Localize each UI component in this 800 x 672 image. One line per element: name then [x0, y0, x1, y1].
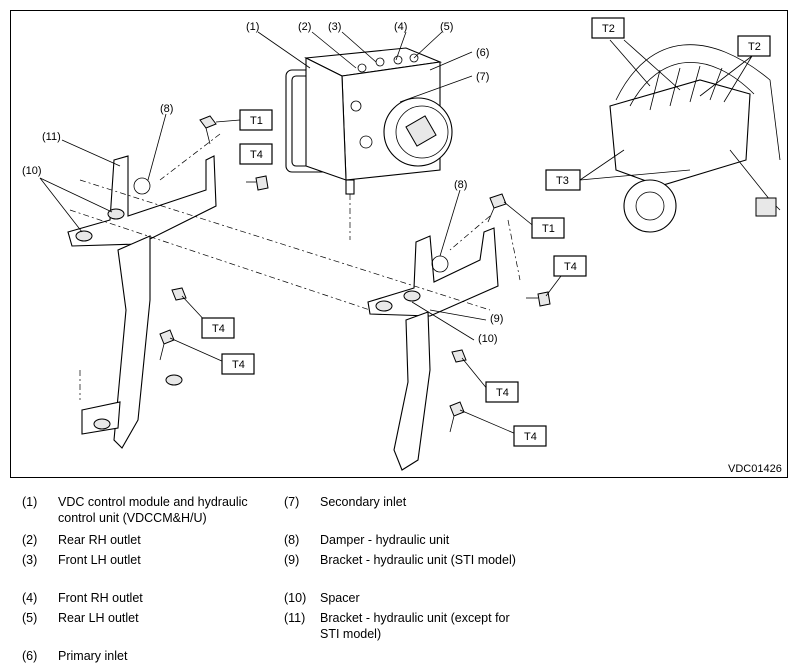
- legend-item-1: (1) VDC control module and hydraulic con…: [22, 494, 268, 526]
- callout-2: (2): [298, 21, 311, 33]
- legend-item-6: (6) Primary inlet: [22, 648, 268, 664]
- torque-label-t2-left: T2: [591, 17, 625, 39]
- callout-6: (6): [476, 47, 489, 59]
- legend-text: Primary inlet: [58, 649, 128, 663]
- torque-label-t1-left: T1: [239, 109, 273, 131]
- legend-item-5: (5) Rear LH outlet: [22, 610, 268, 626]
- callout-10-right: (10): [478, 333, 498, 345]
- svg-text:T1: T1: [250, 115, 263, 127]
- legend-item-11: (11) Bracket - hydraulic unit (except fo…: [284, 610, 530, 642]
- alignment-lines: [69, 133, 521, 400]
- legend-number: (8): [284, 533, 300, 547]
- legend-number: (2): [22, 533, 38, 547]
- inset-pipe-view: [609, 44, 781, 233]
- legend-number: (1): [22, 495, 38, 509]
- legend-number: (3): [22, 553, 38, 567]
- callout-8-right: (8): [454, 179, 467, 191]
- legend-number: (11): [284, 611, 306, 625]
- svg-text:T4: T4: [250, 149, 263, 161]
- svg-text:T4: T4: [564, 261, 577, 273]
- legend-item-10: (10) Spacer: [284, 590, 530, 606]
- torque-label-t4-left-nut: T4: [201, 317, 235, 339]
- exploded-diagram: (1) (2) (3) (4) (5) (6) (7) (8) (8) (9) …: [22, 17, 782, 475]
- legend-number: (10): [284, 591, 307, 605]
- torque-label-t3: T3: [545, 169, 581, 191]
- legend-number: (9): [284, 553, 300, 567]
- callout-11: (11): [42, 131, 61, 143]
- torque-label-t4-right-bracket: T4: [553, 255, 587, 277]
- fasteners: [159, 115, 551, 433]
- bracket-left: [67, 155, 217, 449]
- legend-number: (5): [22, 611, 38, 625]
- callout-1: (1): [246, 21, 259, 33]
- torque-label-t4-right-bolt: T4: [513, 425, 547, 447]
- parts-legend: (1) VDC control module and hydraulic con…: [22, 494, 782, 666]
- legend-text: Damper - hydraulic unit: [320, 533, 450, 547]
- drawing-code: VDC01426: [728, 463, 782, 475]
- legend-item-9: (9) Bracket - hydraulic unit (STI model): [284, 552, 530, 568]
- legend-text: Rear RH outlet: [58, 533, 141, 547]
- svg-text:T3: T3: [556, 175, 569, 187]
- torque-label-t4-right-nut: T4: [485, 381, 519, 403]
- torque-label-t4-left-bolt: T4: [221, 353, 255, 375]
- svg-text:T4: T4: [496, 387, 509, 399]
- legend-text: Front LH outlet: [58, 553, 141, 567]
- legend-text: Front RH outlet: [58, 591, 143, 605]
- svg-text:T4: T4: [232, 359, 245, 371]
- legend-text: Bracket - hydraulic unit (except for STI…: [320, 611, 510, 641]
- legend-text: Rear LH outlet: [58, 611, 139, 625]
- callout-7: (7): [476, 71, 489, 83]
- legend-text: Secondary inlet: [320, 495, 407, 509]
- legend-number: (7): [284, 495, 300, 509]
- svg-text:T4: T4: [212, 323, 225, 335]
- legend-item-8: (8) Damper - hydraulic unit: [284, 532, 530, 548]
- callout-9: (9): [490, 313, 503, 325]
- legend-item-7: (7) Secondary inlet: [284, 494, 530, 510]
- torque-label-t1-right: T1: [531, 217, 565, 239]
- callout-4: (4): [394, 21, 407, 33]
- legend-text: Bracket - hydraulic unit (STI model): [320, 553, 516, 567]
- figure-frame: [10, 10, 788, 478]
- callout-8-left: (8): [160, 103, 173, 115]
- torque-label-t2-right: T2: [737, 35, 771, 57]
- torque-label-t4-top: T4: [239, 143, 273, 165]
- legend-item-3: (3) Front LH outlet: [22, 552, 268, 568]
- callout-10-left: (10): [22, 165, 42, 177]
- bracket-right: [367, 227, 499, 471]
- callout-3: (3): [328, 21, 341, 33]
- hydraulic-control-unit: [285, 47, 453, 240]
- leader-lines: [39, 31, 753, 435]
- legend-text: Spacer: [320, 591, 360, 605]
- svg-text:T2: T2: [748, 41, 761, 53]
- legend-number: (4): [22, 591, 38, 605]
- svg-text:T1: T1: [542, 223, 555, 235]
- callout-5: (5): [440, 21, 453, 33]
- legend-text: VDC control module and hydraulic control…: [58, 495, 248, 525]
- legend-item-2: (2) Rear RH outlet: [22, 532, 268, 548]
- svg-text:T2: T2: [602, 23, 615, 35]
- legend-number: (6): [22, 649, 38, 663]
- legend-item-4: (4) Front RH outlet: [22, 590, 268, 606]
- svg-text:T4: T4: [524, 431, 537, 443]
